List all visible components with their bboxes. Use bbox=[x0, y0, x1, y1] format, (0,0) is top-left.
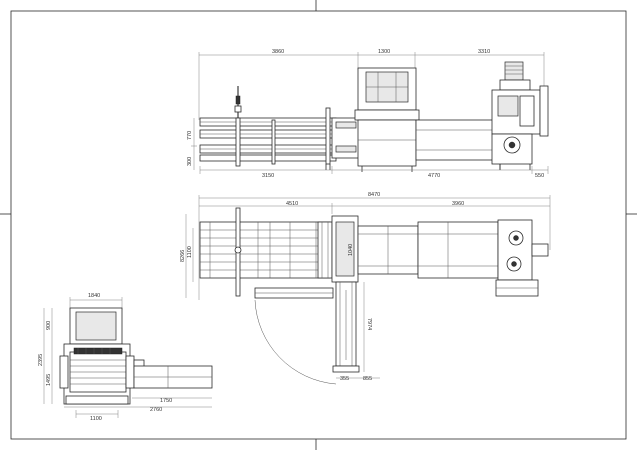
top-view-bale-chute bbox=[254, 287, 334, 299]
dim-7974: 7974 bbox=[366, 318, 372, 330]
end-view-extension bbox=[133, 359, 213, 389]
dim-855: 855 bbox=[363, 376, 372, 382]
end-view-hopper bbox=[69, 307, 123, 345]
end-view-body bbox=[59, 343, 135, 405]
dim-1300: 1300 bbox=[378, 49, 390, 55]
dim-550: 550 bbox=[535, 173, 544, 179]
side-view-lever bbox=[234, 86, 242, 118]
dim-4510: 4510 bbox=[286, 201, 298, 207]
dim-355: 355 bbox=[340, 376, 349, 382]
dim-3310: 3310 bbox=[478, 49, 490, 55]
side-view-rails bbox=[199, 107, 337, 170]
dim-1495: 1495 bbox=[46, 374, 52, 386]
dim-2760: 2760 bbox=[150, 407, 162, 413]
top-view-ejection-chute: 7974 355 855 bbox=[332, 281, 380, 382]
top-view-motor bbox=[495, 219, 549, 297]
end-view-top-dimension: 1840 bbox=[69, 293, 123, 310]
top-view-left-dimensions: 8266 1100 bbox=[180, 214, 194, 298]
top-view-top-dimensions: 8470 4510 3960 bbox=[198, 192, 551, 300]
top-view-main-body bbox=[357, 221, 499, 279]
top-view: 8470 4510 3960 8266 1100 bbox=[180, 192, 551, 385]
dim-1750: 1750 bbox=[160, 398, 172, 404]
dim-1040: 1040 bbox=[348, 244, 354, 256]
dim-2395: 2395 bbox=[38, 354, 44, 366]
dim-3150: 3150 bbox=[262, 173, 274, 179]
end-view: 1840 900 2395 1495 bbox=[38, 293, 213, 422]
side-view: 3860 1300 3310 770 300 bbox=[187, 49, 549, 179]
dim-1840: 1840 bbox=[88, 293, 100, 299]
dim-770: 770 bbox=[187, 131, 193, 140]
side-view-bottom-dimensions: 3150 4770 550 bbox=[199, 166, 549, 179]
end-view-bottom-dimensions: 1750 2760 1100 bbox=[64, 397, 212, 422]
dim-8470: 8470 bbox=[368, 192, 380, 198]
dim-3860: 3860 bbox=[272, 49, 284, 55]
door-swing-arc bbox=[254, 299, 337, 385]
top-view-press-block: 1040 bbox=[331, 215, 359, 283]
dim-3960: 3960 bbox=[452, 201, 464, 207]
dim-1100: 1100 bbox=[187, 246, 193, 258]
end-view-left-dimensions: 900 2395 1495 bbox=[38, 308, 53, 404]
dim-900: 900 bbox=[46, 321, 52, 330]
side-view-left-dimensions: 770 300 bbox=[187, 118, 197, 170]
top-view-feed-rails bbox=[199, 207, 333, 297]
side-view-main-body bbox=[415, 119, 501, 170]
side-view-press-chamber bbox=[331, 67, 420, 172]
dim-8266: 8266 bbox=[180, 250, 186, 262]
dim-1100-end: 1100 bbox=[90, 416, 102, 422]
side-view-motor bbox=[491, 61, 549, 170]
dim-300: 300 bbox=[187, 157, 193, 166]
dim-4770: 4770 bbox=[428, 173, 440, 179]
side-view-top-dimensions: 3860 1300 3310 bbox=[198, 49, 545, 120]
